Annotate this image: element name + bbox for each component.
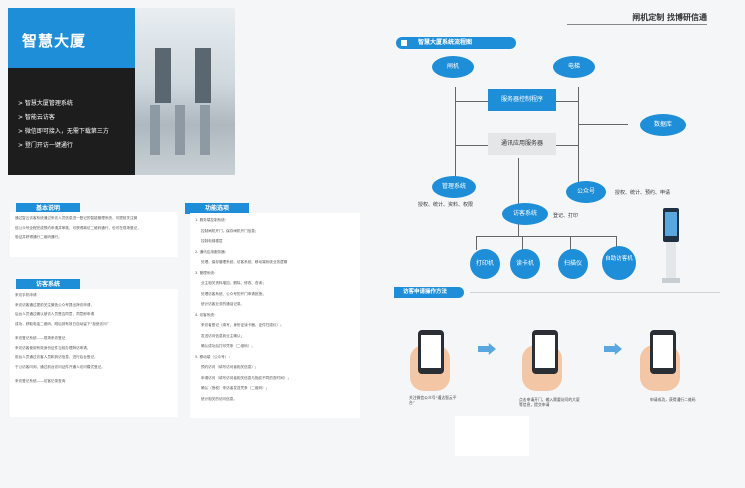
node-management: 管理系统 bbox=[432, 176, 476, 198]
node-kiosk: 自助访客机 bbox=[602, 246, 636, 280]
feature-item: > 智慧大厦管理系统 bbox=[18, 100, 73, 107]
headline: 闸机定制 找博研信通 bbox=[632, 13, 707, 22]
node-scanner: 扫描仪 bbox=[558, 249, 588, 279]
node-gate: 闸机 bbox=[432, 56, 474, 78]
process-rule bbox=[470, 292, 720, 293]
page-title: 智慧大厦 bbox=[22, 32, 87, 50]
node-card-reader: 读卡机 bbox=[510, 249, 540, 279]
title-banner bbox=[8, 8, 135, 68]
step-3-caption: 申请成功，获得通行二维码 bbox=[650, 397, 696, 402]
lobby-photo bbox=[135, 8, 235, 175]
step-2-caption: 点击申请开门，输入需要访问的大厦等信息，提交申请 bbox=[519, 397, 580, 407]
arrow-icon bbox=[604, 343, 622, 355]
node-visitor-system: 访客系统 bbox=[502, 203, 548, 225]
step-1-caption: 关注微信公众号“通达智云平台” bbox=[409, 395, 457, 405]
server-control-box: 服务器控制程序 bbox=[488, 89, 556, 111]
basic-panel: 通过智云访客系统通过来访人员信息进一登记的智能管理系统，可提前关注微信公众号全程… bbox=[10, 212, 178, 257]
phone-step-3 bbox=[650, 330, 676, 374]
node-database: 数据库 bbox=[640, 114, 686, 136]
functions-header: 功能选项 bbox=[185, 203, 249, 214]
feature-item: > 登门开访一键通行 bbox=[18, 142, 73, 149]
management-note: 授权、统计、资料、权限 bbox=[418, 202, 474, 208]
feature-item: > 微信即可接入，无需下载第三方 bbox=[18, 128, 109, 135]
node-wechat: 公众号 bbox=[566, 181, 606, 203]
basic-header: 基本说明 bbox=[16, 203, 80, 214]
arrow-icon bbox=[478, 343, 496, 355]
comm-server-box: 通讯应用服务器 bbox=[488, 133, 556, 155]
kiosk-image bbox=[660, 208, 682, 284]
process-title: 访客申请操作方法 bbox=[394, 287, 464, 298]
visitor-header: 访客系统 bbox=[16, 279, 80, 290]
flow-title: 智慧大厦系统流程图 bbox=[396, 37, 516, 49]
feature-item: > 智能云访客 bbox=[18, 114, 55, 121]
visitor-panel: 来访手机申请来访访客通过提前关注微信公众号提出拜访申请， 后台人员通过确认被访人… bbox=[10, 289, 178, 417]
phone-step-1 bbox=[418, 330, 444, 374]
flow-icon bbox=[401, 40, 407, 46]
visitor-note: 登记、打印 bbox=[553, 213, 579, 219]
wechat-note: 授权、统计、预约、申请 bbox=[615, 190, 671, 196]
phone-step-2 bbox=[532, 330, 558, 374]
blank-card bbox=[455, 416, 529, 456]
feature-panel bbox=[8, 68, 135, 175]
node-printer: 打印机 bbox=[470, 249, 500, 279]
headline-rule bbox=[567, 24, 707, 25]
node-elevator: 电梯 bbox=[553, 56, 595, 78]
